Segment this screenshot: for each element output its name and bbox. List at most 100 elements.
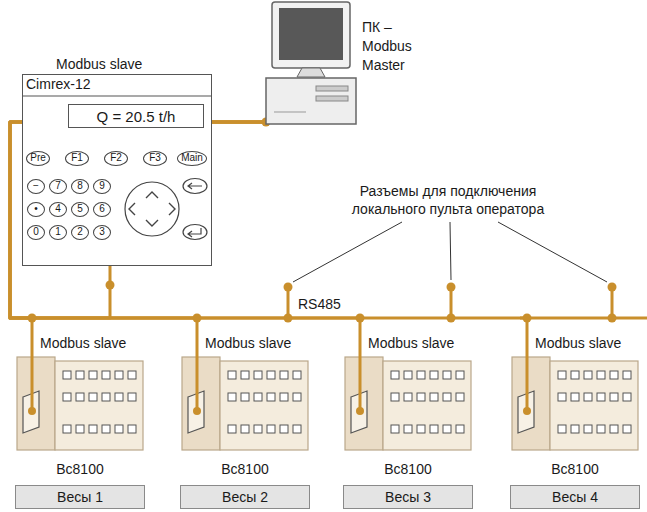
keypad-key: Main [177, 151, 207, 166]
bus-dot [608, 314, 617, 323]
terminal-square [267, 393, 275, 401]
module-side [182, 357, 220, 450]
keypad-key: • [27, 202, 45, 217]
terminal-square [102, 425, 110, 433]
terminal-square [267, 425, 275, 433]
scale-box: Весы 3 [343, 485, 473, 509]
terminal-square [115, 393, 123, 401]
terminal-square [584, 393, 592, 401]
bus-dot [106, 281, 115, 290]
terminal-square [417, 425, 425, 433]
enter-arrow [188, 228, 201, 237]
back-key [183, 179, 207, 194]
node-heading: Modbus slave [40, 335, 145, 351]
terminal-square [293, 425, 301, 433]
panel-header-holder: Cimrex-12 [26, 76, 176, 96]
terminal-square [571, 371, 579, 379]
bus-connector [10, 122, 527, 335]
terminal-square [267, 371, 275, 379]
bus-dot [447, 314, 456, 323]
terminal-square [456, 371, 464, 379]
module-name: Bc8100 [180, 461, 310, 477]
module-name-holder: Bc8100 [180, 461, 310, 479]
scale-box: Весы 4 [510, 485, 640, 509]
node-heading: Modbus slave [535, 335, 640, 351]
terminal-square [430, 371, 438, 379]
module-front [220, 361, 308, 450]
terminal-square [280, 425, 288, 433]
key-label: 8 [77, 181, 83, 191]
module-side [17, 357, 55, 450]
terminal-square [558, 425, 566, 433]
terminal-square [76, 425, 84, 433]
terminal-square [280, 393, 288, 401]
terminal-square [558, 393, 566, 401]
keypad-key: 1 [49, 225, 67, 240]
io-module: Modbus slaveBc8100 [180, 335, 310, 480]
keypad-key: 2 [71, 225, 89, 240]
terminal-square [102, 371, 110, 379]
terminal-square [430, 425, 438, 433]
drive-slot [316, 86, 348, 91]
keypad-key: 4 [49, 202, 67, 217]
port-wire [31, 335, 34, 411]
display-value: Q = 20.5 t/h [97, 108, 176, 125]
terminal-square [115, 425, 123, 433]
panel-display: Q = 20.5 t/h [68, 104, 204, 128]
key-label: F2 [110, 153, 122, 163]
panel-heading-holder: Modbus slave [56, 56, 206, 74]
terminal-square [63, 371, 71, 379]
terminal-square [404, 393, 412, 401]
scale-box: Весы 1 [15, 485, 145, 509]
key-label: Main [181, 153, 203, 163]
drive-slot [316, 96, 348, 101]
terminal-square [623, 371, 631, 379]
key-label: 5 [77, 204, 83, 214]
terminal-square [228, 425, 236, 433]
module-heading-holder: Modbus slave [205, 335, 310, 353]
terminal-square [115, 371, 123, 379]
enter-key [183, 225, 207, 240]
module-side [512, 357, 550, 450]
nav-pad [125, 182, 179, 236]
key-label: F3 [149, 153, 161, 163]
terminal-square [456, 393, 464, 401]
key-label: 2 [77, 227, 83, 237]
terminal-square [89, 425, 97, 433]
terminal-square [610, 393, 618, 401]
connector-stub [611, 287, 614, 318]
key-label: • [34, 204, 38, 214]
computer-icon [266, 0, 362, 130]
node-heading: Modbus slave [368, 335, 473, 351]
terminal-square [623, 393, 631, 401]
connector-dot [284, 283, 293, 292]
terminal-square [63, 425, 71, 433]
bus-dot [193, 314, 202, 323]
keypad-key: 0 [27, 225, 45, 240]
terminal-square [102, 393, 110, 401]
terminal-square [443, 393, 451, 401]
scale-box: Весы 2 [180, 485, 310, 509]
keypad-key: Pre [26, 151, 50, 166]
terminal-square [443, 425, 451, 433]
bus-dot [356, 314, 365, 323]
terminal-square [571, 425, 579, 433]
terminal-square [254, 371, 262, 379]
key-label: 6 [99, 204, 105, 214]
bus-dot [523, 314, 532, 323]
key-label: F1 [71, 153, 83, 163]
key-label: 4 [55, 204, 61, 214]
terminal-square [76, 371, 84, 379]
terminal-square [391, 425, 399, 433]
terminal-square [443, 371, 451, 379]
device-name: Cimrex-12 [26, 76, 176, 92]
terminal-square [280, 371, 288, 379]
port-wire [196, 335, 199, 411]
port-dot [523, 407, 531, 415]
terminal-square [571, 393, 579, 401]
bus-dot [284, 314, 293, 323]
keypad-key: F1 [65, 151, 89, 166]
system-unit [266, 78, 356, 124]
keypad-key: 6 [93, 202, 111, 217]
